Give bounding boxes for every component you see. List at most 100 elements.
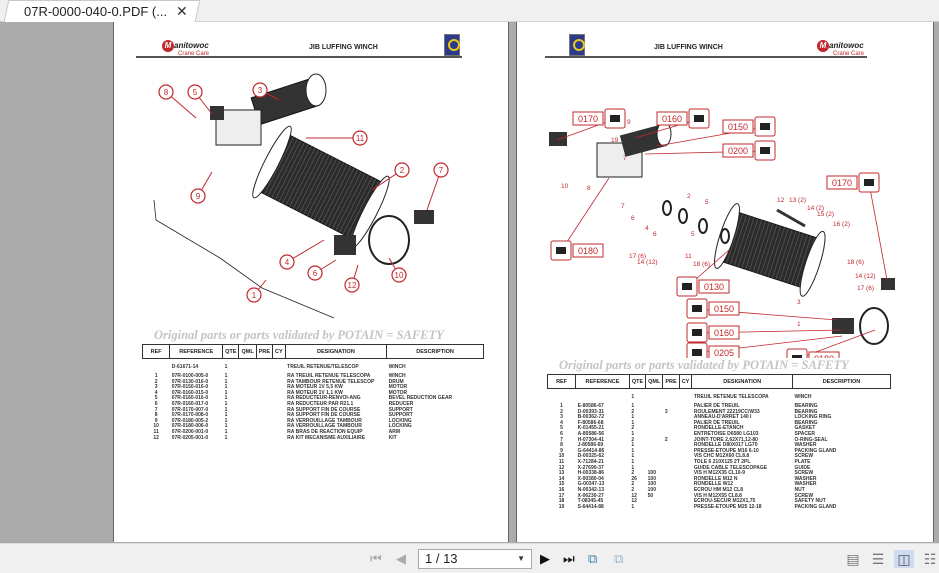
- limit-switch: [210, 106, 224, 120]
- drum-groove: [771, 228, 789, 279]
- column-header-qte: QTE: [628, 374, 647, 389]
- cell-qte: 1: [631, 442, 635, 449]
- cell-qte: 26: [631, 475, 637, 482]
- link-box-label: 0180: [578, 246, 598, 256]
- cell-description: SCREW: [794, 492, 814, 499]
- last-page-icon[interactable]: ⏭: [563, 551, 575, 566]
- drum-groove: [264, 136, 295, 195]
- column-header-qte: QTE: [222, 344, 240, 359]
- two-page-view-icon[interactable]: ◫: [894, 550, 914, 568]
- limit-switch-right: [881, 278, 895, 290]
- cell-reference: 07R-0170-007-0: [171, 406, 209, 413]
- end-plate: [859, 307, 889, 345]
- cell-designation-text: VERROUILLAGE TAMBOUR: [295, 417, 362, 424]
- column-header-qml: QML: [238, 344, 257, 359]
- cell-description: MOTOR: [388, 384, 408, 391]
- drum-groove: [317, 164, 348, 222]
- cell-description: MOTOR: [388, 389, 408, 396]
- navigate-forward-icon[interactable]: ⧉: [614, 551, 624, 566]
- part-number-label: 8: [587, 185, 591, 192]
- cell-designation-text: REDUCTEUR-RENVOI-ANG: [295, 395, 361, 402]
- part-number-label: 14 (12): [855, 273, 876, 280]
- page-number-select[interactable]: 1 / 13 ▼: [418, 549, 532, 569]
- cell-designation: RA REDUCTEUR PAR R21.1: [285, 401, 386, 408]
- previous-page-icon[interactable]: ◀: [396, 551, 406, 566]
- drum-groove: [756, 223, 774, 274]
- two-page-continuous-view-icon[interactable]: ☷: [923, 551, 937, 567]
- cell-qte: 2: [631, 470, 635, 477]
- cell-pre: 2: [664, 436, 668, 443]
- cell-ref: 13: [558, 470, 565, 477]
- column-header-designation: DESIGNATION: [284, 344, 388, 359]
- drum-group: [714, 203, 826, 297]
- drum-groove: [733, 216, 751, 266]
- part-number-label: 19: [611, 137, 619, 144]
- next-page-icon[interactable]: ▶: [540, 551, 550, 566]
- cell-qte: 1: [224, 412, 228, 419]
- part-number-label: 6: [631, 215, 635, 222]
- navigate-back-icon[interactable]: ⧉: [588, 551, 598, 566]
- cell-qte: 1: [224, 373, 228, 380]
- part-number-label: 16 (2): [833, 221, 850, 228]
- cell-description: GASKET: [794, 425, 816, 432]
- drum-groove: [321, 165, 352, 224]
- first-page-icon[interactable]: ⏮: [370, 551, 382, 566]
- cell-reference: 07R-0180-005-2: [171, 417, 209, 424]
- close-icon[interactable]: ✕: [176, 3, 188, 19]
- cell-designation: JOINT-TORE 2,62X71,12-80: [693, 436, 758, 443]
- safety-watermark: Original parts or parts validated by POT…: [154, 328, 444, 342]
- cell-qte: 2: [631, 425, 635, 432]
- cell-designation: TREUIL RETENUE TELESCOPA: [693, 393, 769, 400]
- drum-groove: [764, 225, 782, 276]
- drum-groove: [749, 221, 766, 271]
- cell-description: WINCH: [388, 373, 406, 380]
- single-page-view-icon[interactable]: ▤: [846, 551, 860, 567]
- cell-qte: 1: [224, 395, 228, 402]
- link-box-label: 0160: [662, 114, 682, 124]
- link-icon: [692, 305, 702, 312]
- cell-designation-text: REDUCTEUR PAR R21.1: [295, 401, 354, 408]
- cell-reference: F-80586-68: [577, 419, 604, 426]
- cell-description: SCREW: [794, 453, 814, 460]
- cell-cy: RA: [287, 406, 296, 413]
- link-box: [698, 279, 730, 294]
- cell-designation: PRESSE-ETOUPE M25 12-18: [693, 503, 762, 510]
- cell-designation: ECROU-SECUR M12X1,75: [693, 498, 756, 505]
- cell-reference: 07R-0100-005-0: [171, 373, 209, 380]
- cell-ref: 5: [560, 425, 563, 432]
- cell-reference: X-06230-27: [577, 492, 604, 499]
- page-title: JIB LUFFING WINCH: [654, 44, 723, 51]
- cell-ref: 8: [154, 412, 158, 419]
- cell-ref: 2: [560, 408, 563, 415]
- cell-qml: 100: [647, 475, 656, 482]
- cell-description: BEARING: [794, 403, 818, 410]
- cell-cy: RA: [287, 423, 296, 430]
- link-box: [722, 119, 754, 134]
- tab-title[interactable]: 07R-0000-040-0.PDF (...: [24, 4, 168, 19]
- cell-qte: 1: [631, 431, 635, 438]
- cell-designation-text: TREUIL RETENUE TELESCOPA: [295, 373, 371, 380]
- cell-qte: 1: [224, 434, 228, 441]
- cell-description: NUT: [794, 487, 805, 493]
- bracket-line: [153, 199, 335, 319]
- drum-groove: [760, 224, 778, 275]
- continuous-view-icon[interactable]: ☰: [871, 551, 885, 567]
- cell-ref: 6: [560, 431, 563, 438]
- gearbox: [596, 142, 643, 178]
- cell-designation: VIS H M12X55 CL8.8: [693, 492, 742, 499]
- link-leader: [560, 177, 610, 252]
- cell-designation: RA MOTEUR 1V 1,1 KW: [285, 390, 386, 397]
- cell-designation-text: VERROUILLAGE TAMBOUR: [295, 423, 362, 430]
- cell-ref: 18: [558, 498, 565, 505]
